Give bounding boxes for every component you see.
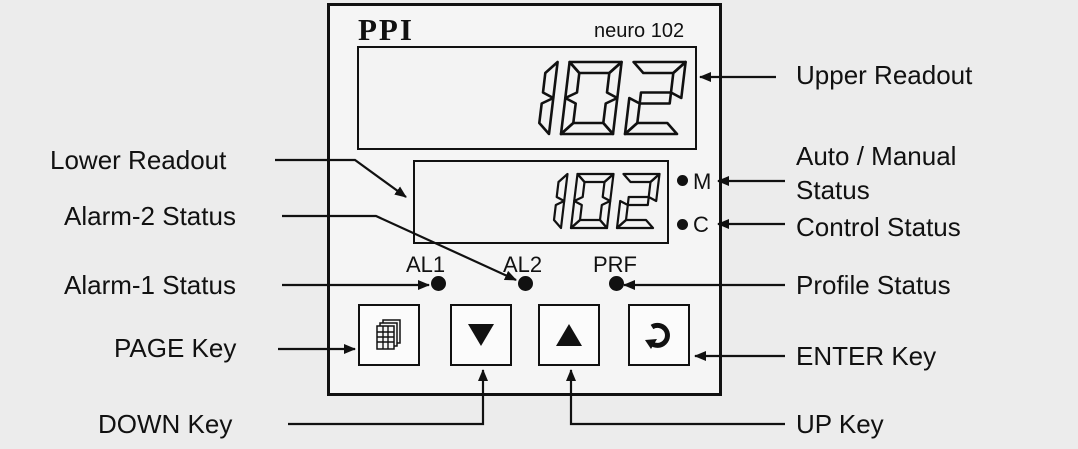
auto-manual-label-line1: Auto / Manual — [796, 141, 957, 171]
page-icon — [376, 319, 401, 350]
c-indicator-led — [677, 219, 688, 230]
prf-label: PRF — [593, 252, 637, 277]
al2-label: AL2 — [503, 252, 543, 277]
m-indicator-label: M — [693, 169, 712, 194]
down-triangle-icon — [468, 324, 494, 346]
al1-led — [431, 276, 446, 291]
down-key-label: DOWN Key — [98, 409, 233, 439]
segment-d — [615, 218, 655, 230]
segment-f — [564, 60, 581, 100]
upper-readout-display — [357, 46, 697, 150]
alarm2-status-label: Alarm-2 Status — [64, 201, 236, 231]
segment-c — [552, 199, 566, 230]
segment-b — [555, 172, 569, 203]
prf-led — [609, 276, 624, 291]
up-key-arrow — [566, 369, 785, 426]
upper-readout-label: Upper Readout — [796, 60, 973, 90]
up-triangle-icon — [556, 324, 582, 346]
up-key-label: UP Key — [796, 409, 884, 439]
segment-b — [601, 172, 615, 203]
down-key[interactable] — [450, 304, 512, 366]
auto-manual-label-line2: Status — [796, 175, 870, 205]
segment-g — [626, 195, 650, 207]
segment-c — [538, 96, 555, 136]
segment-b — [541, 60, 559, 100]
alarm2-status-arrow — [282, 214, 517, 282]
lower-readout-arrow — [275, 158, 407, 198]
lower-readout-digits — [552, 172, 661, 230]
lower-readout-label: Lower Readout — [50, 145, 227, 175]
segment-e — [559, 96, 577, 136]
lower-readout-display — [413, 160, 669, 244]
segment-b — [605, 60, 623, 100]
up-key[interactable] — [538, 304, 600, 366]
segment-g — [638, 91, 673, 105]
alarm1-status-label: Alarm-1 Status — [64, 270, 236, 300]
page-key-label: PAGE Key — [114, 333, 237, 363]
enter-loop-icon — [645, 322, 670, 349]
m-indicator-led — [677, 175, 688, 186]
brand-logo: PPI — [358, 12, 414, 47]
c-indicator-label: C — [693, 212, 709, 237]
segment-d — [623, 121, 679, 136]
profile-status-label: Profile Status — [796, 270, 951, 300]
al2-led — [518, 276, 533, 291]
al1-label: AL1 — [406, 252, 446, 277]
model-name: neuro 102 — [594, 20, 685, 42]
down-key-arrow — [288, 369, 488, 426]
segment-e — [569, 199, 583, 230]
enter-key[interactable] — [628, 304, 690, 366]
upper-readout-digits — [538, 60, 687, 136]
control-status-label: Control Status — [796, 212, 961, 242]
segment-f — [573, 172, 586, 203]
page-key[interactable] — [358, 304, 420, 366]
enter-key-label: ENTER Key — [796, 341, 937, 371]
